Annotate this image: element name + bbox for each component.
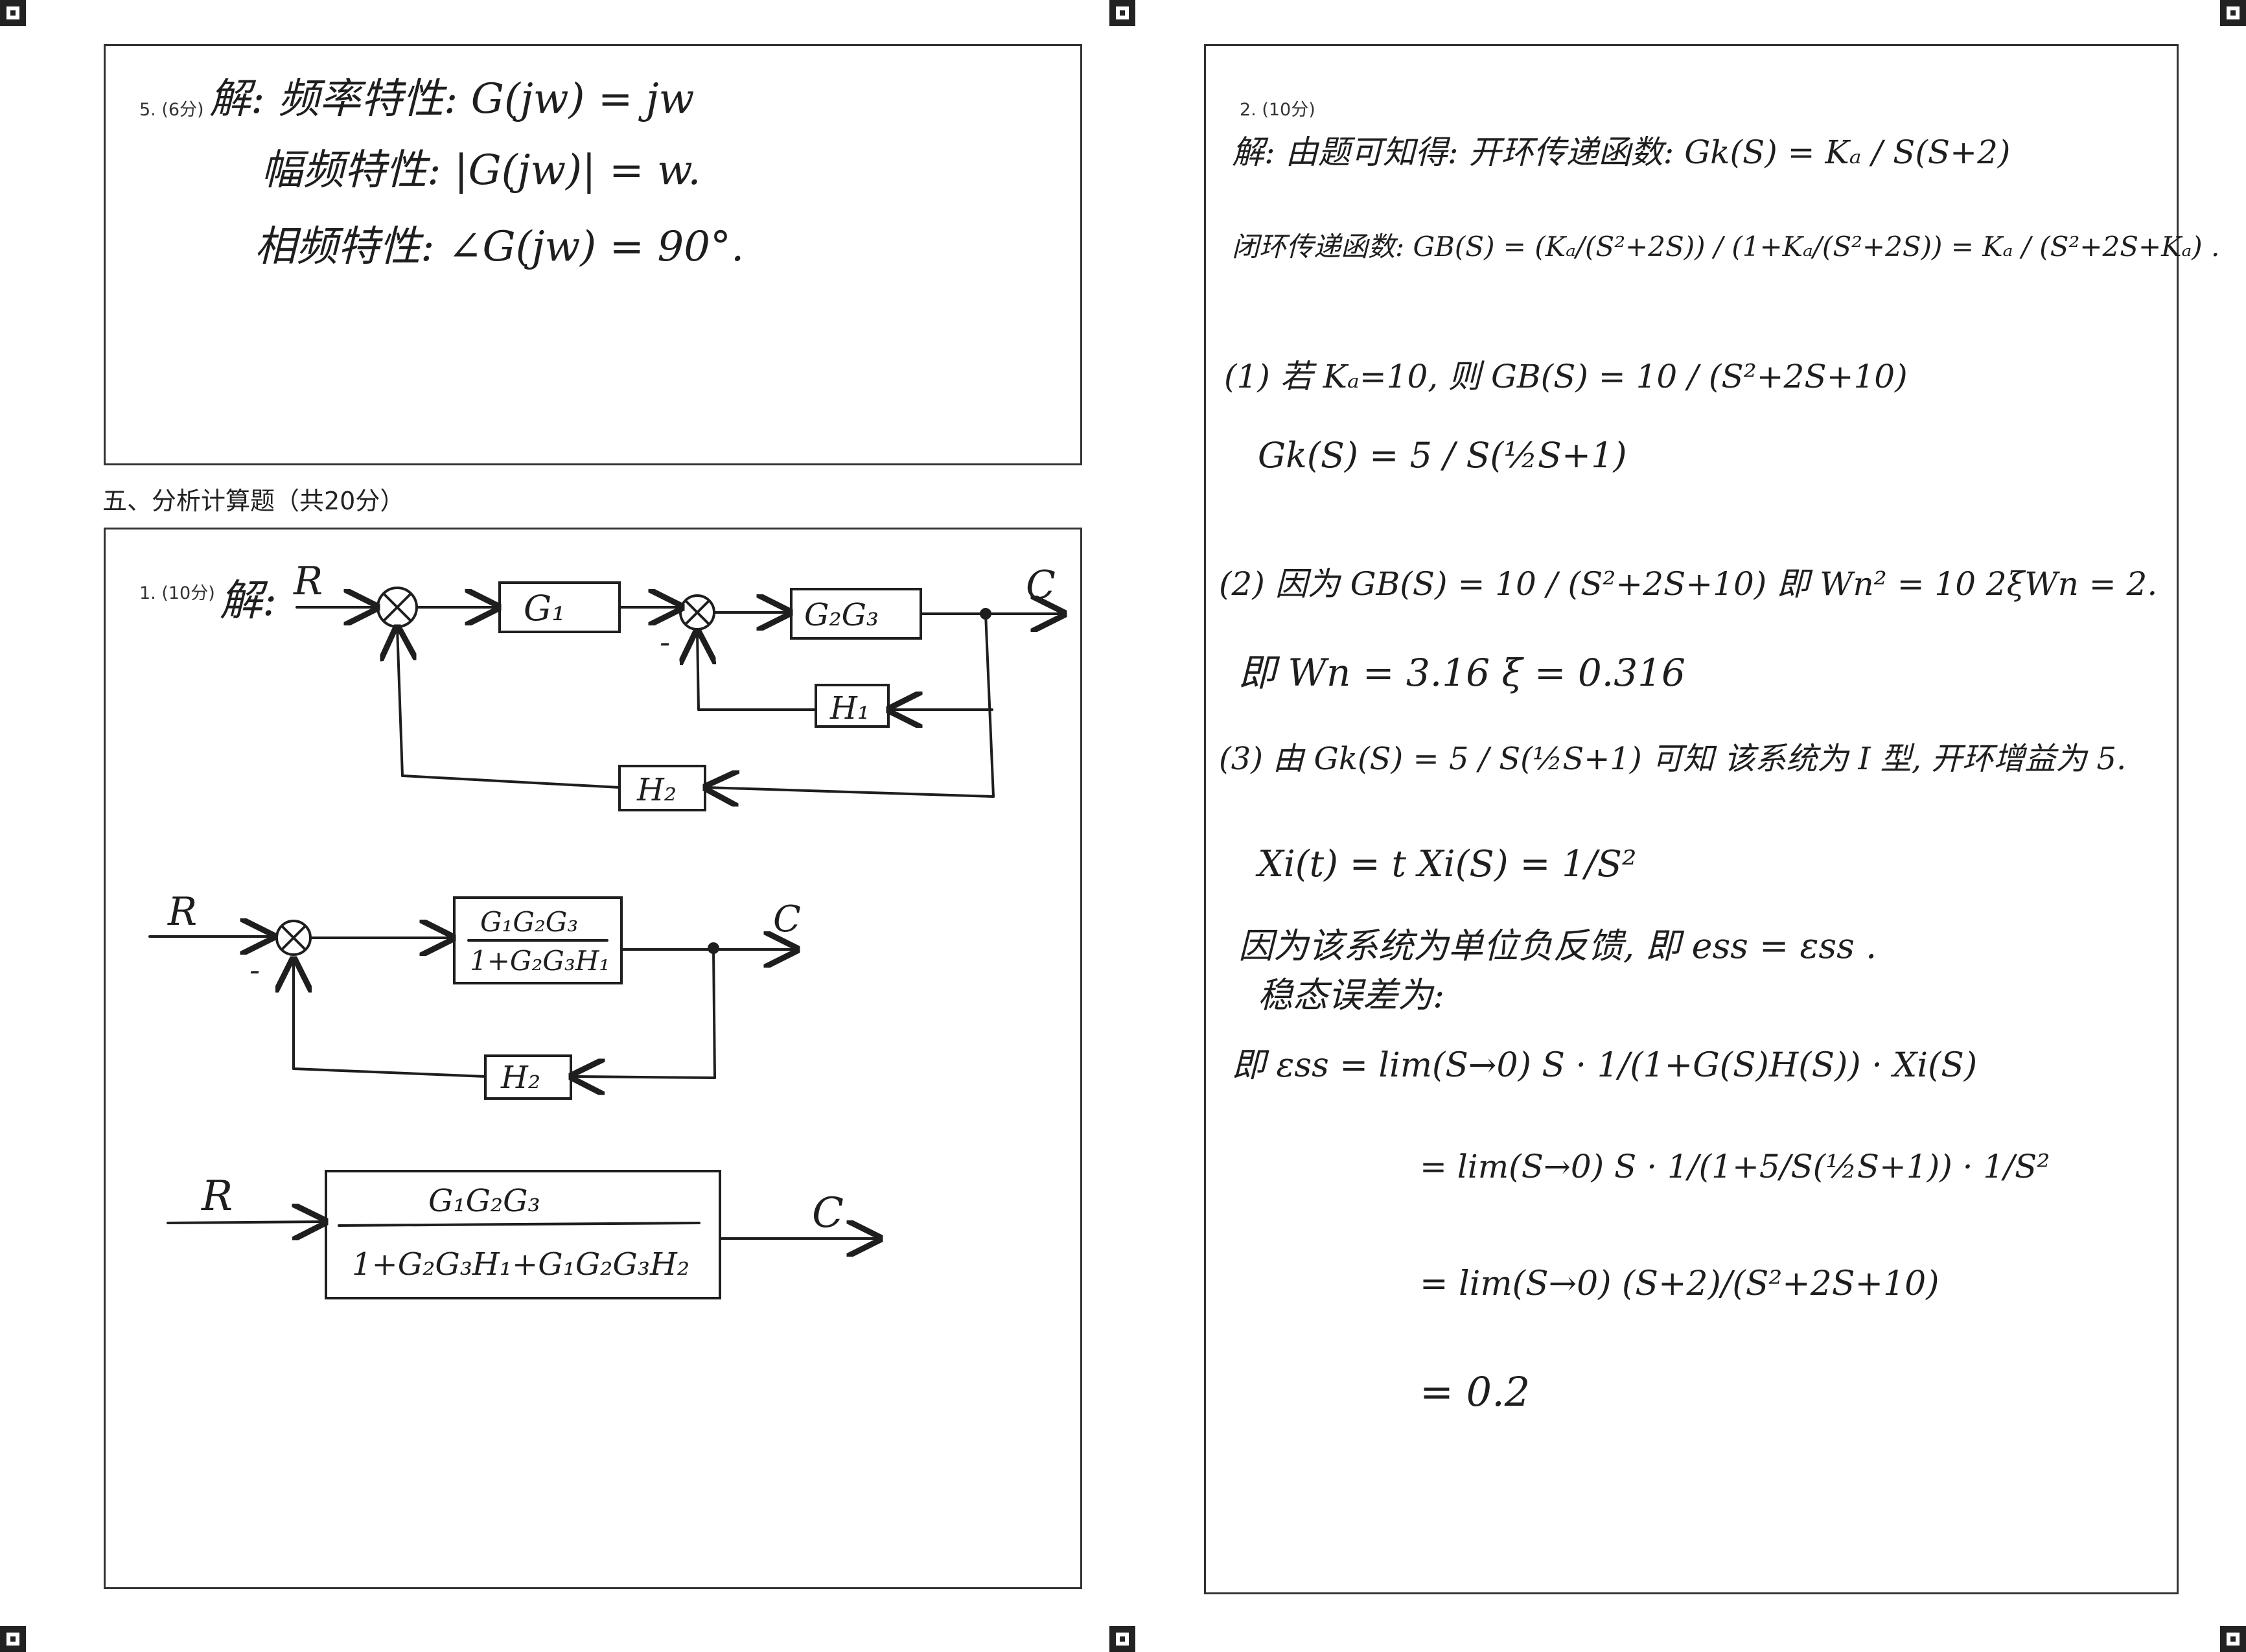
- d3-input-line: [167, 1222, 325, 1223]
- d1-g2g3-label: G₂G₃: [804, 597, 879, 633]
- q2-line-part2: (2) 因为 GB(S) = 10 / (S²+2S+10) 即 Wn² = 1…: [1219, 565, 2158, 603]
- q2-line-ess-formula: 即 εss = lim(S→0) S · 1/(1+G(S)H(S)) · Xi…: [1232, 1046, 1978, 1085]
- d1-block-h1: [815, 684, 890, 728]
- d3-input-label: R: [201, 1172, 233, 1220]
- registration-marker-bottom-left: [0, 1626, 26, 1652]
- d2-output-label: C: [773, 898, 801, 940]
- registration-marker-top-center: [1109, 0, 1135, 26]
- q2-line-ka-10: (1) 若 Kₐ=10, 则 GB(S) = 10 / (S²+2S+10): [1224, 358, 1908, 395]
- q1-label: 1. (10分): [139, 583, 215, 603]
- registration-marker-bottom-right: [2220, 1626, 2246, 1652]
- q2-line-closed-loop: 闭环传递函数: GB(S) = (Kₐ/(S²+2S)) / (1+Kₐ/(S²…: [1232, 231, 2220, 262]
- registration-marker-top-left: [0, 0, 26, 26]
- q2-line-open-loop: 解: 由题可知得: 开环传递函数: Gk(S) = Kₐ / S(S+2): [1232, 134, 2011, 171]
- d2-minus-sign: -: [249, 952, 260, 988]
- d1-output-label: C: [1026, 563, 1056, 608]
- d3-denominator: 1+G₂G₃H₁+G₁G₂G₃H₂: [352, 1246, 689, 1283]
- q2-line-steady-state-label: 稳态误差为:: [1258, 975, 1445, 1016]
- d1-input-label: R: [293, 559, 323, 604]
- q5-line-phase: 相频特性: ∠G(jw) = 90°.: [255, 223, 745, 271]
- d2-input-label: R: [167, 889, 197, 935]
- d3-numerator: G₁G₂G₃: [428, 1183, 540, 1219]
- d2-denominator: 1+G₂G₃H₁: [470, 945, 610, 977]
- d2-block-forward: [453, 896, 623, 984]
- q2-line-ess-substituted: = lim(S→0) S · 1/(1+5/S(½S+1)) · 1/S²: [1420, 1148, 2050, 1185]
- q2-line-gk-result: Gk(S) = 5 / S(½S+1): [1258, 435, 1627, 476]
- q2-answer-box: 2. (10分) 解: 由题可知得: 开环传递函数: Gk(S) = Kₐ / …: [1204, 44, 2219, 1594]
- d1-h2-label: H₂: [636, 772, 677, 808]
- block-diagram-drawing: R C G₁ G₂G₃ H₁ H₂ - R C G₁G₂G₃ 1+G₂G₃H₁ …: [148, 559, 1080, 1299]
- section-title: 五、分析计算题（共20分）: [102, 487, 405, 515]
- q5-line-magnitude: 幅频特性: |G(jw)| = w.: [261, 146, 701, 194]
- q1-answer-box: 1. (10分) 解:: [104, 528, 1082, 1589]
- q2-line-ess-result: = 0.2: [1420, 1368, 1531, 1415]
- registration-marker-top-right: [2220, 0, 2246, 26]
- d1-h1-label: H₁: [829, 690, 870, 727]
- q5-line-frequency-response: 解: 频率特性: G(jw) = jw: [209, 75, 695, 123]
- d2-h2-label: H₂: [500, 1060, 540, 1096]
- q2-line-wn-xi: 即 Wn = 3.16 ξ = 0.316: [1238, 651, 1685, 695]
- d3-output-label: C: [812, 1189, 844, 1237]
- q2-line-unit-feedback: 因为该系统为单位负反馈, 即 ess = εss .: [1238, 925, 1877, 966]
- d3-block-closed-loop: [325, 1170, 721, 1299]
- q2-line-input: Xi(t) = t Xi(S) = 1/S²: [1258, 843, 1637, 885]
- d2-numerator: G₁G₂G₃: [480, 906, 578, 938]
- q2-line-part3: (3) 由 Gk(S) = 5 / S(½S+1) 可知 该系统为 I 型, 开…: [1219, 741, 2127, 777]
- q2-label: 2. (10分): [1240, 100, 1315, 120]
- d1-g1-label: G₁: [524, 588, 566, 629]
- q5-label: 5. (6分): [139, 100, 204, 120]
- registration-marker-bottom-center: [1109, 1626, 1135, 1652]
- q5-answer-box: 5. (6分) 解: 频率特性: G(jw) = jw 幅频特性: |G(jw)…: [104, 44, 1082, 465]
- q1-solve-mark: 解:: [220, 576, 277, 625]
- d1-minus-sign: -: [660, 624, 670, 660]
- q2-line-ess-simplified: = lim(S→0) (S+2)/(S²+2S+10): [1420, 1264, 1939, 1303]
